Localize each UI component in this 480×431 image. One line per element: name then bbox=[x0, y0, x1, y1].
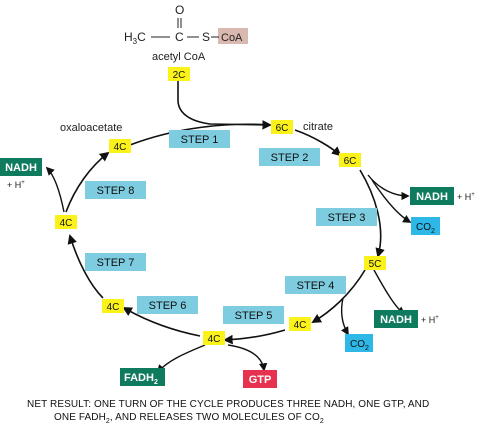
step-1-box bbox=[169, 130, 230, 148]
net-result-line1: NET RESULT: ONE TURN OF THE CYCLE PRODUC… bbox=[27, 399, 430, 410]
step-2-box bbox=[259, 148, 320, 166]
svg-text:+ H+: + H+ bbox=[421, 315, 439, 325]
nadh-product-step4: NADH + H+ bbox=[374, 310, 439, 328]
citrate-label: citrate bbox=[303, 121, 333, 133]
svg-text:5C: 5C bbox=[369, 259, 382, 270]
svg-text:GTP: GTP bbox=[249, 374, 272, 386]
carbon-box-4c-c bbox=[102, 299, 124, 313]
fadh2-product: FADH2 bbox=[120, 368, 165, 386]
net-result-line2: ONE FADH2, AND RELEASES TWO MOLECULES OF… bbox=[54, 412, 324, 425]
carbon-box-6c bbox=[339, 153, 361, 167]
svg-text:STEP 5: STEP 5 bbox=[235, 310, 273, 322]
coa-highlight bbox=[218, 28, 248, 44]
acetyl-coa-name: acetyl CoA bbox=[152, 51, 206, 63]
svg-text:+ H+: + H+ bbox=[457, 192, 475, 202]
svg-text:4C: 4C bbox=[107, 302, 120, 313]
nadh-product-step3: NADH + H+ bbox=[410, 187, 475, 205]
carbon-box-4c-b bbox=[203, 331, 225, 345]
step-7-box bbox=[85, 253, 146, 271]
carbon-box-4c-a bbox=[289, 317, 311, 331]
svg-text:STEP 8: STEP 8 bbox=[97, 185, 135, 197]
svg-text:6C: 6C bbox=[276, 123, 289, 134]
oxygen-label: O bbox=[175, 3, 184, 17]
co2-product-step3: CO2 bbox=[411, 217, 440, 235]
gtp-product: GTP bbox=[243, 370, 277, 388]
svg-text:STEP 4: STEP 4 bbox=[297, 280, 335, 292]
carbon-box-5c bbox=[364, 256, 386, 270]
carbon-box-2c bbox=[168, 67, 190, 81]
carbon-label: C bbox=[175, 30, 184, 44]
net-result-caption: NET RESULT: ONE TURN OF THE CYCLE PRODUC… bbox=[27, 398, 467, 428]
svg-text:4C: 4C bbox=[294, 320, 307, 331]
svg-text:FADH2: FADH2 bbox=[124, 372, 158, 386]
svg-text:NADH: NADH bbox=[5, 162, 37, 174]
carbon-box-4c-d bbox=[55, 215, 77, 229]
step-8-box bbox=[85, 181, 146, 199]
svg-text:STEP 7: STEP 7 bbox=[97, 257, 135, 269]
svg-text:STEP 6: STEP 6 bbox=[149, 300, 187, 312]
svg-text:CO2: CO2 bbox=[416, 222, 435, 235]
carbon-box-4c-e bbox=[109, 139, 131, 153]
coa-label: CoA bbox=[221, 32, 243, 44]
svg-text:4C: 4C bbox=[60, 218, 73, 229]
carbon-count-boxes: 2C 6C 6C 5C 4C 4C 4C 4C 4C bbox=[55, 67, 386, 345]
svg-text:STEP 2: STEP 2 bbox=[271, 152, 309, 164]
svg-text:+ H+: + H+ bbox=[7, 180, 25, 190]
step-6-box bbox=[137, 296, 198, 314]
h3c-label: H3C bbox=[124, 30, 146, 46]
co2-product-step4: CO2 bbox=[345, 334, 373, 352]
svg-text:STEP 3: STEP 3 bbox=[328, 212, 366, 224]
svg-text:6C: 6C bbox=[344, 156, 357, 167]
sulfur-label: S bbox=[202, 30, 210, 44]
oxaloacetate-label: oxaloacetate bbox=[60, 122, 122, 134]
svg-text:4C: 4C bbox=[208, 334, 221, 345]
svg-text:4C: 4C bbox=[114, 142, 127, 153]
svg-text:CO2: CO2 bbox=[350, 339, 369, 352]
acetyl-coa-structure: H3C C O S CoA acetyl CoA bbox=[124, 3, 248, 63]
step-4-box bbox=[285, 276, 346, 294]
step-3-box bbox=[316, 208, 377, 226]
carbon-box-6c-citrate bbox=[271, 120, 293, 134]
step-5-box bbox=[223, 306, 284, 324]
svg-text:STEP 1: STEP 1 bbox=[181, 134, 219, 146]
cycle-arrows bbox=[65, 78, 385, 345]
svg-text:2C: 2C bbox=[173, 70, 186, 81]
step-boxes: STEP 1 STEP 2 STEP 3 STEP 4 STEP 5 STEP … bbox=[85, 130, 377, 324]
svg-text:NADH: NADH bbox=[416, 191, 448, 203]
nadh-product-step8: NADH + H+ bbox=[0, 158, 42, 190]
svg-text:NADH: NADH bbox=[380, 314, 412, 326]
